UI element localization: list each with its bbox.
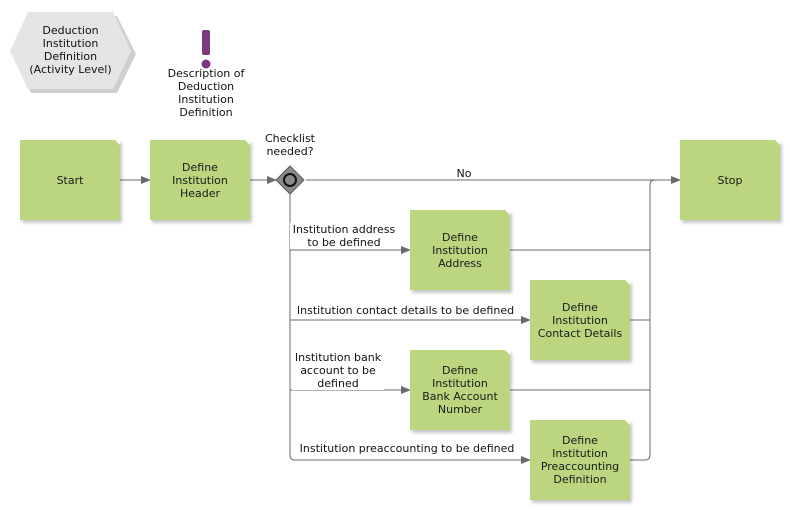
- task-label-line: Define: [562, 434, 598, 447]
- annotation-line: Institution: [178, 93, 234, 106]
- annotation-line: Description of: [167, 67, 245, 80]
- scope-label-line: Deduction: [42, 24, 99, 37]
- scope-label-line: Definition: [43, 50, 98, 63]
- task-label-line: Define: [442, 364, 478, 377]
- annotation-line: Definition: [179, 106, 233, 119]
- scope-hexagon: [10, 12, 131, 89]
- edge-label-no: No: [456, 167, 472, 180]
- gateway-question-line: needed?: [266, 145, 314, 158]
- task-label-line: Preaccounting: [540, 460, 620, 473]
- edge-merge-trunk: [649, 179, 656, 455]
- edge-label-address: Institution address to be defined: [290, 223, 398, 249]
- annotation-line: Deduction: [177, 80, 235, 93]
- gateway-question-line: Checklist: [265, 132, 315, 145]
- start-node[interactable]: Start: [20, 140, 120, 220]
- task-label-line: Address: [438, 256, 482, 270]
- task-label-line: Institution: [552, 313, 608, 327]
- scope-label-line: (Activity Level): [29, 63, 112, 76]
- edge-label-bank: Institution bank account to be defined: [292, 351, 384, 390]
- exclamation-icon: [201, 30, 211, 69]
- edge-label-line: Institution address: [292, 223, 396, 236]
- edge-label-contact: Institution contact details to be define…: [293, 304, 518, 317]
- task-label-line: Number: [437, 403, 483, 416]
- task-label-line: Bank Account: [422, 390, 498, 403]
- task-label-line: Institution: [432, 377, 488, 390]
- stop-node[interactable]: Stop: [680, 140, 780, 220]
- stop-node-label: Stop: [717, 173, 743, 187]
- task-label-line: Define: [182, 160, 218, 174]
- define-institution-preaccounting-definition-task[interactable]: Define Institution Preaccounting Definit…: [530, 420, 630, 500]
- task-label-line: Institution: [552, 447, 608, 460]
- task-label-line: Define: [562, 300, 598, 314]
- gateway-diamond: [275, 165, 305, 195]
- define-institution-bank-account-number-task[interactable]: Define Institution Bank Account Number: [410, 350, 510, 430]
- edge-label-line: Institution bank: [294, 351, 382, 364]
- scope-label: Deduction Institution Definition (Activi…: [10, 24, 131, 76]
- gateway-question: Checklist needed?: [250, 132, 330, 158]
- edge-label-line: defined: [317, 377, 359, 390]
- task-label-line: Contact Details: [537, 326, 623, 340]
- edge-label-line: account to be: [300, 364, 376, 377]
- edge-label-line: to be defined: [307, 236, 381, 249]
- task-label-line: Define: [442, 230, 478, 244]
- task-label-line: Institution: [172, 173, 228, 187]
- edge-preacc-return: [630, 454, 651, 461]
- edge-gateway-branch-trunk: [289, 194, 296, 461]
- define-institution-header-task[interactable]: Define Institution Header: [150, 140, 250, 220]
- annotation-label: Description of Deduction Institution Def…: [156, 67, 256, 119]
- scope-label-line: Institution: [42, 37, 99, 50]
- start-node-label: Start: [56, 173, 84, 187]
- task-label-line: Definition: [553, 473, 607, 486]
- define-institution-address-task[interactable]: Define Institution Address: [410, 210, 510, 290]
- define-institution-contact-details-task[interactable]: Define Institution Contact Details: [530, 280, 630, 360]
- task-label-line: Header: [179, 186, 221, 200]
- edge-label-preacc: Institution preaccounting to be defined: [296, 442, 518, 455]
- task-label-line: Institution: [432, 243, 488, 257]
